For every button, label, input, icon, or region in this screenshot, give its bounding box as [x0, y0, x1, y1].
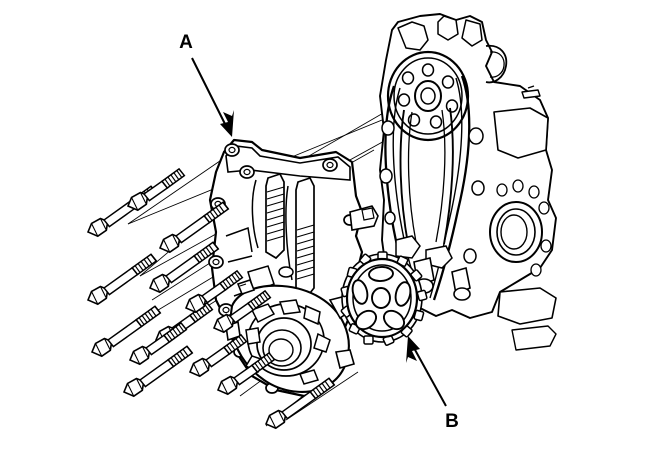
- callout-a-label: A: [179, 32, 193, 53]
- callout-a: A: [179, 32, 234, 137]
- cover-dowel-pin: [236, 279, 256, 295]
- camshaft-sprocket: [386, 50, 470, 142]
- crankshaft-sprocket: [340, 251, 428, 346]
- cover-studs: [251, 172, 315, 300]
- timing-chain: [384, 75, 471, 301]
- callout-b-label: B: [445, 411, 459, 432]
- crank-bore: [489, 179, 552, 277]
- callout-b: B: [406, 336, 459, 432]
